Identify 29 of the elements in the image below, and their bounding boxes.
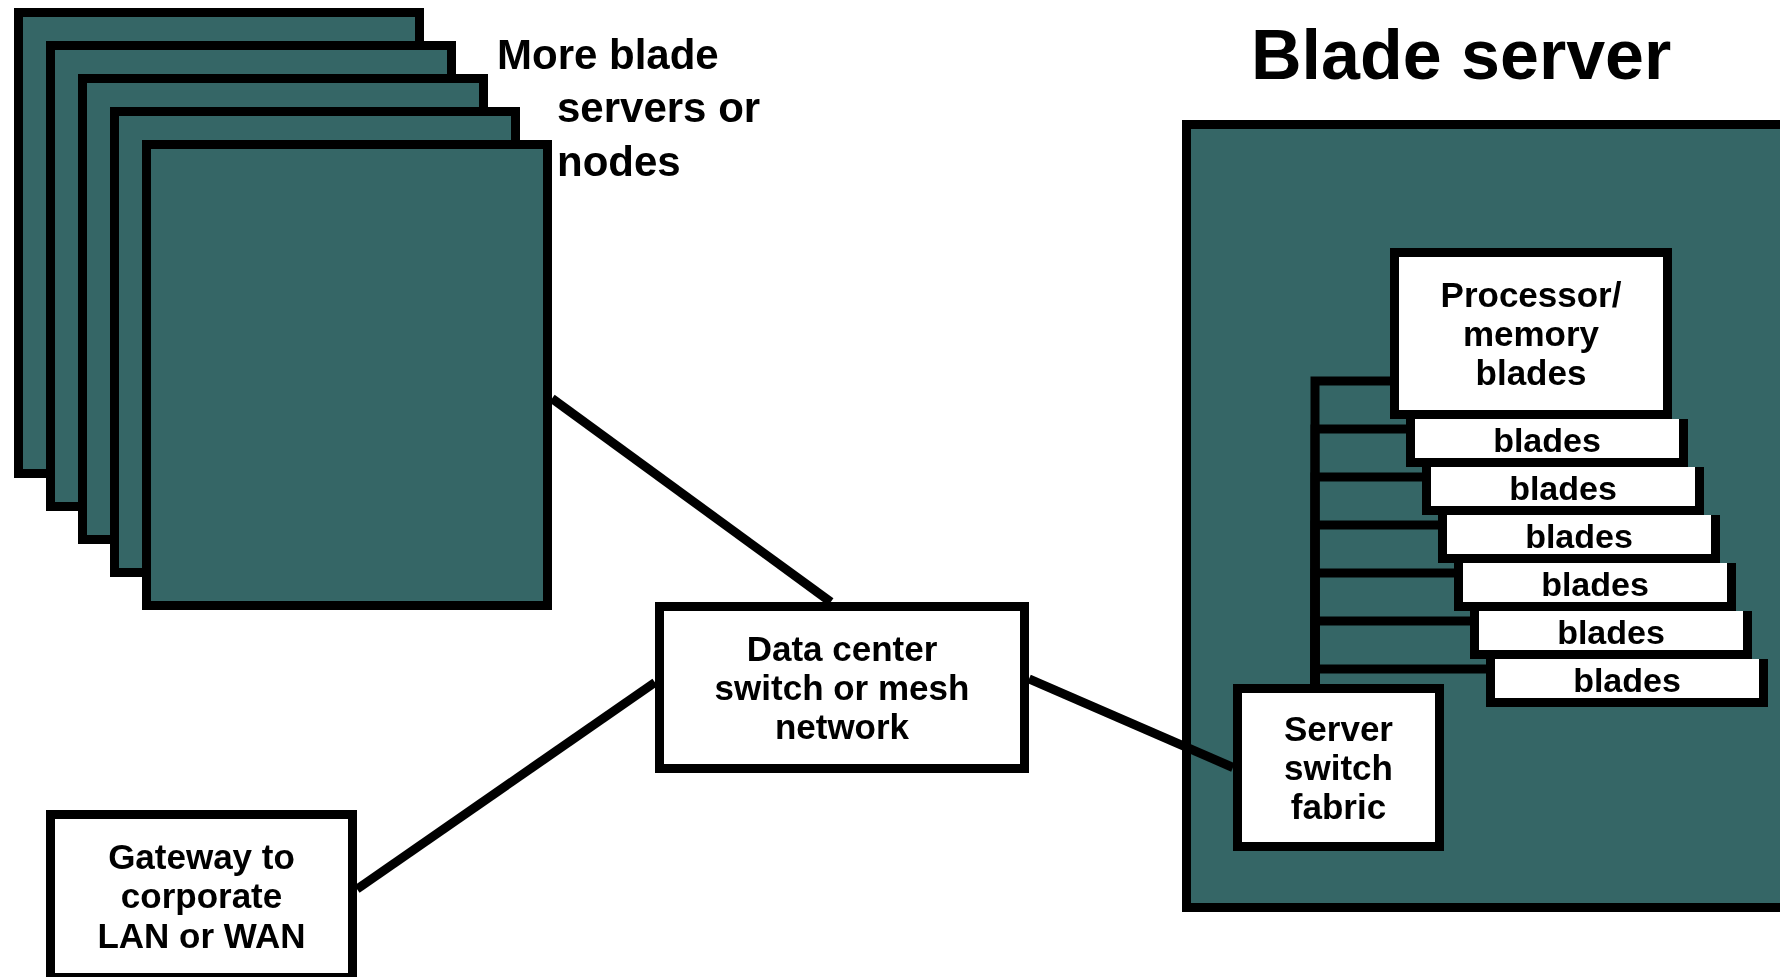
diagram-heading: Blade server — [1251, 17, 1672, 94]
connector-line — [354, 678, 658, 893]
box-label: blades — [1541, 567, 1649, 602]
box-label: blades — [1557, 615, 1665, 650]
blade-card — [1454, 563, 1736, 611]
blade-card — [1470, 611, 1752, 659]
box-label: Processor/ memory blades — [1439, 274, 1623, 393]
box-label: blades — [1573, 663, 1681, 698]
box-label: Server switch fabric — [1283, 708, 1394, 827]
server-panel — [46, 41, 78, 511]
server-panel — [78, 74, 110, 544]
server-panel — [14, 8, 46, 478]
blade-card — [1406, 419, 1688, 467]
box-label: Data center switch or mesh network — [713, 628, 971, 747]
blade-card — [1422, 467, 1704, 515]
blade-card — [1486, 659, 1768, 707]
box-label: blades — [1525, 519, 1633, 554]
process-box — [1233, 684, 1444, 851]
process-box — [655, 602, 1029, 773]
stack-caption: More blade servers or nodes — [497, 30, 762, 187]
server-panel — [110, 107, 142, 577]
blade-card — [1438, 515, 1720, 563]
server-panel — [142, 140, 552, 610]
process-box — [46, 810, 357, 977]
box-label: blades — [1493, 423, 1601, 458]
connector-line — [1027, 674, 1235, 772]
box-label: Gateway to corporate LAN or WAN — [96, 837, 307, 955]
blade-card — [1390, 248, 1672, 419]
box-label: blades — [1509, 471, 1617, 506]
